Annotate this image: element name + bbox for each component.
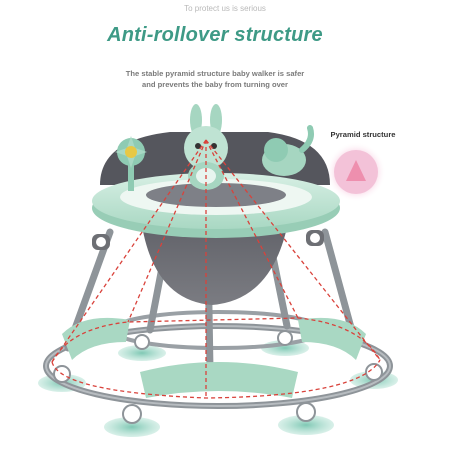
- pyramid-triangle-icon: [346, 160, 366, 181]
- elephant-toy-icon: [262, 125, 314, 176]
- pyramid-structure-label: Pyramid structure: [330, 130, 396, 139]
- headline: Anti-rollover structure: [107, 24, 323, 46]
- base-panels: [62, 317, 366, 398]
- tagline: To protect us is serious: [184, 4, 266, 13]
- pyramid-overlay: [51, 139, 381, 399]
- description-line-2: and prevents the baby from turning over: [142, 80, 288, 89]
- height-adjust-buttons: [92, 230, 324, 250]
- wheels: [53, 330, 383, 424]
- description-line-1: The stable pyramid structure baby walker…: [125, 69, 305, 78]
- pyramid-inset: [326, 142, 386, 202]
- flower-toy-icon: [115, 136, 147, 191]
- description: The stable pyramid structure baby walker…: [0, 68, 430, 90]
